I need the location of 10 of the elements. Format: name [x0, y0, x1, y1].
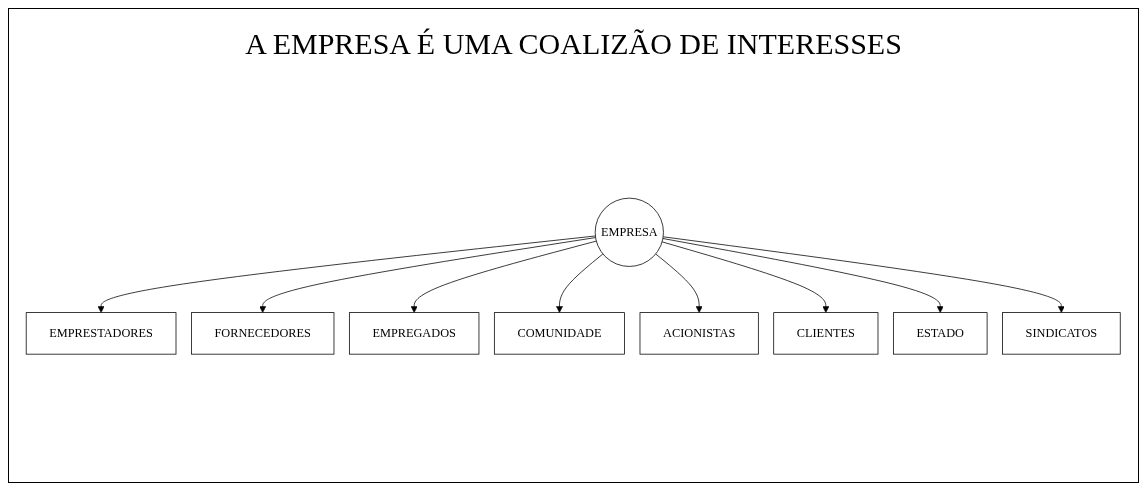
node-circle: EMPRESA	[595, 198, 665, 268]
node-box: ESTADO	[893, 312, 988, 355]
node-box: EMPRESTADORES	[26, 312, 177, 355]
node-box: SINDICATOS	[1002, 312, 1121, 355]
node-box: COMUNIDADE	[494, 312, 626, 355]
node-box: ACIONISTAS	[639, 312, 759, 355]
node-box: FORNECEDORES	[191, 312, 335, 355]
node-box: EMPREGADOS	[349, 312, 480, 355]
diagram-title: A EMPRESA É UMA COALIZÃO DE INTERESSES	[245, 27, 902, 61]
node-box: CLIENTES	[773, 312, 879, 355]
